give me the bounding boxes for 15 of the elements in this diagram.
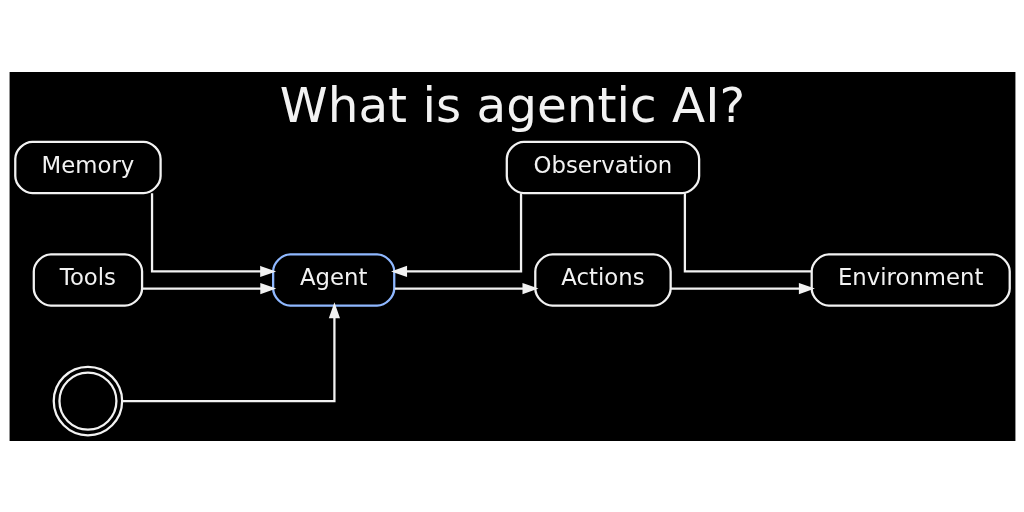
node-box: Memory bbox=[13, 140, 162, 194]
arrow bbox=[150, 192, 276, 277]
arrow bbox=[394, 282, 538, 294]
arrow bbox=[121, 301, 340, 402]
node-box: Tools bbox=[32, 252, 143, 307]
node-box: Observation bbox=[505, 140, 700, 194]
connector bbox=[683, 192, 812, 273]
arrow bbox=[141, 282, 276, 294]
diagram-title: What is agentic AI? bbox=[279, 76, 745, 133]
arrow bbox=[390, 192, 522, 277]
node-picture bbox=[52, 365, 123, 436]
node-box: Agent bbox=[271, 252, 395, 307]
arrow bbox=[670, 282, 815, 294]
node-box: Actions bbox=[533, 252, 672, 307]
node-box: Environment bbox=[810, 252, 1011, 307]
